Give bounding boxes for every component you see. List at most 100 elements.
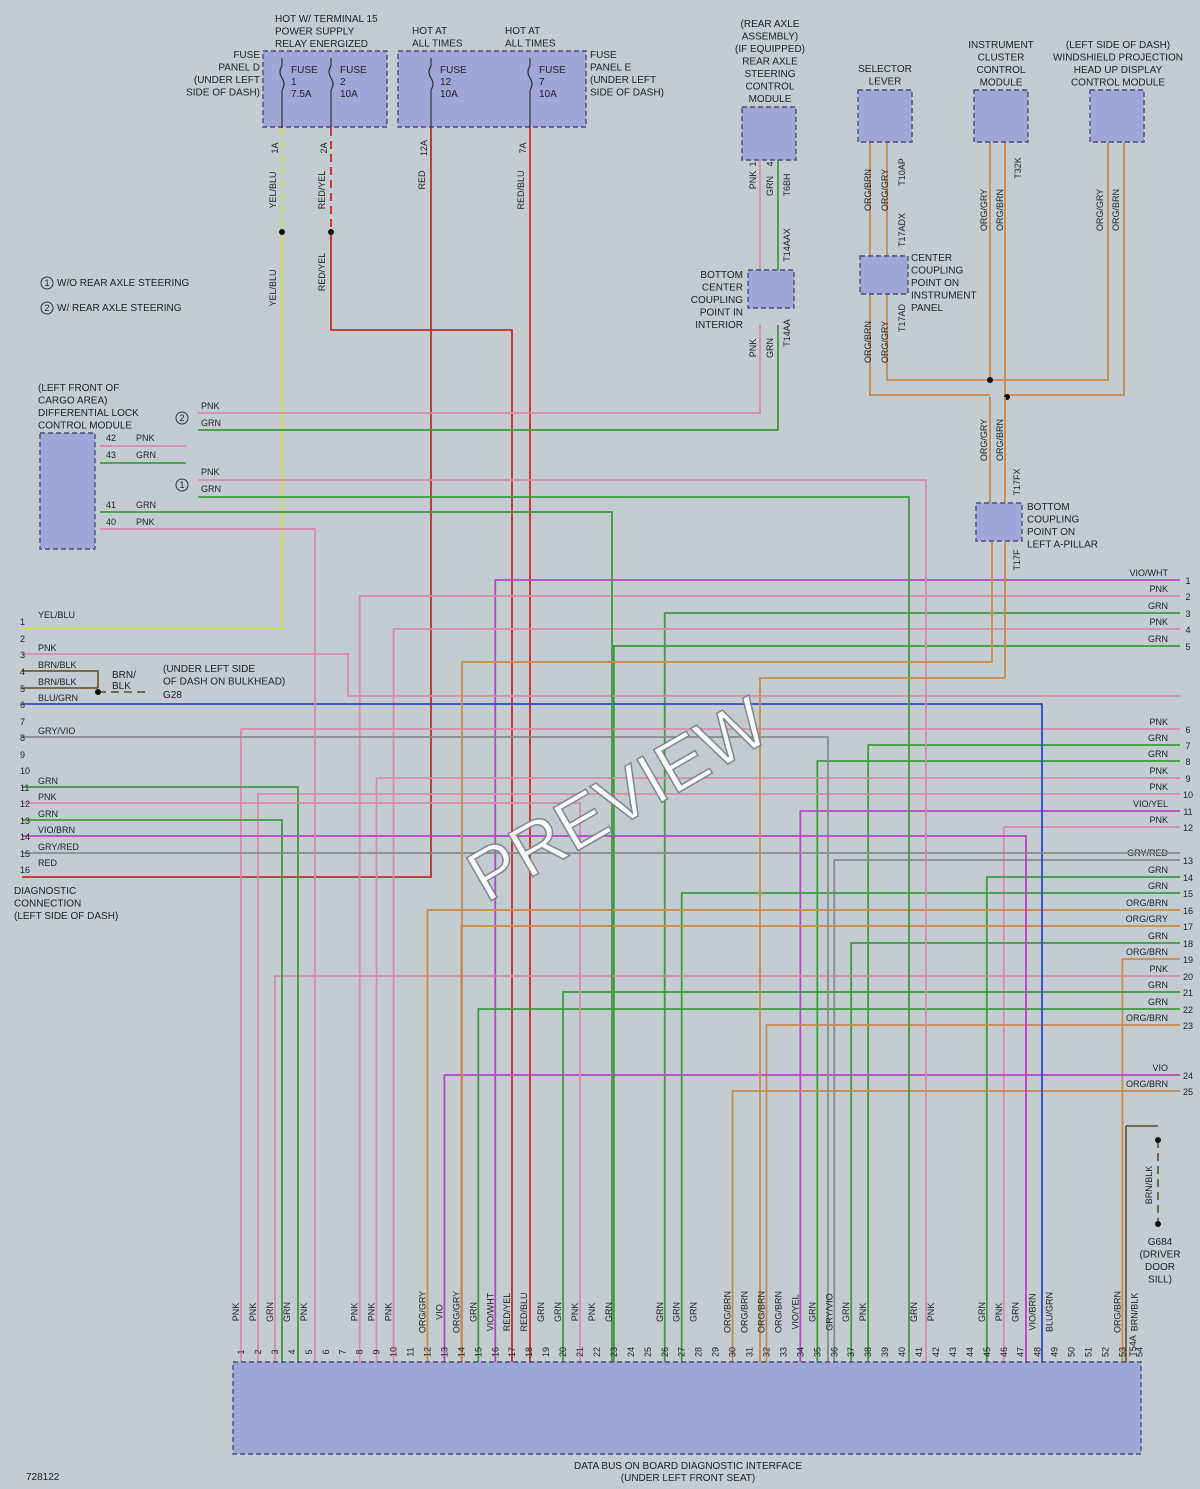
wire-coupling-orgbrn bbox=[869, 294, 990, 396]
bus-wire-9: PNK bbox=[367, 1303, 377, 1322]
bus-pin-53: 53 bbox=[1117, 1347, 1127, 1357]
center-coupling-ip-label: PANEL bbox=[911, 303, 943, 314]
fuse-7-label: FUSE bbox=[539, 65, 566, 76]
diag-wire-3: PNK bbox=[38, 643, 57, 653]
data-bus-label: DATA BUS ON BOARD DIAGNOSTIC INTERFACE bbox=[574, 1461, 802, 1472]
ground-g684-label: SILL) bbox=[1148, 1275, 1172, 1286]
diag-connection-label: CONNECTION bbox=[14, 899, 81, 910]
ref-wire-11: VIO/YEL bbox=[1133, 799, 1168, 809]
fuse-7-label: 7 bbox=[539, 77, 545, 88]
wire-ref-20 bbox=[274, 975, 1180, 1362]
bus-wire-46: PNK bbox=[994, 1303, 1004, 1322]
bus-pin-5: 5 bbox=[304, 1349, 314, 1354]
ref-number-2: 2 bbox=[1185, 592, 1190, 602]
ref-wire-7: GRN bbox=[1148, 733, 1168, 743]
fuse-2-label: 2 bbox=[340, 77, 346, 88]
bus-pin-28: 28 bbox=[694, 1347, 704, 1357]
bus-pin-38: 38 bbox=[863, 1347, 873, 1357]
legend-number: 1 bbox=[44, 278, 49, 288]
fuse-2-pin: 2A bbox=[319, 142, 329, 153]
selector-lever-label: SELECTOR bbox=[858, 64, 912, 75]
ref-wire-2: PNK bbox=[1149, 584, 1168, 594]
bus-pin-54: 54 bbox=[1134, 1347, 1144, 1357]
bottom-center-coupling-label: COUPLING bbox=[691, 295, 743, 306]
diagram-id: 728122 bbox=[26, 1472, 60, 1483]
bus-connector-id: T54A bbox=[1128, 1335, 1138, 1357]
fuse-2-wire: RED/YEL bbox=[317, 171, 327, 210]
branch2-grn-label: GRN bbox=[201, 418, 221, 428]
hud-wire-orgbrn: ORG/BRN bbox=[1111, 189, 1121, 231]
fuse-panel-e-label: PANEL E bbox=[590, 63, 631, 74]
bus-wire-16: VIO/WHT bbox=[485, 1292, 495, 1331]
ref-wire-15: GRN bbox=[1148, 881, 1168, 891]
bus-wire-8: PNK bbox=[350, 1303, 360, 1322]
center-coupling-ip-label: CENTER bbox=[911, 253, 952, 264]
a-pillar-coupling-label: BOTTOM bbox=[1027, 502, 1070, 513]
bus-wire-4: GRN bbox=[282, 1302, 292, 1322]
instrument-cluster-module bbox=[973, 89, 1029, 143]
bus-wire-12: ORG/GRY bbox=[417, 1291, 427, 1333]
wire-ref-24 bbox=[443, 1074, 1180, 1362]
fuse-7-symbol bbox=[527, 65, 533, 91]
branch-marker bbox=[175, 478, 189, 492]
bus-pin-51: 51 bbox=[1084, 1347, 1094, 1357]
splice-yel-blu bbox=[279, 229, 285, 235]
hot-at-all-times-header: ALL TIMES bbox=[412, 39, 463, 50]
ref-wire-18: GRN bbox=[1148, 931, 1168, 941]
rear-axle-label: ASSEMBLY) bbox=[742, 32, 799, 43]
ref-number-11: 11 bbox=[1183, 807, 1192, 817]
bus-pin-9: 9 bbox=[372, 1349, 382, 1354]
branch1-pnk-label: PNK bbox=[201, 467, 220, 477]
bus-pin-49: 49 bbox=[1050, 1347, 1060, 1357]
bus-pin-44: 44 bbox=[965, 1347, 975, 1357]
ref-number-21: 21 bbox=[1183, 988, 1193, 998]
fuse-12-wire: RED bbox=[417, 170, 427, 190]
ref-number-24: 24 bbox=[1183, 1071, 1193, 1081]
diag-wire-4: BRN/BLK bbox=[38, 660, 77, 670]
ref-number-17: 17 bbox=[1183, 922, 1193, 932]
diag-wire-13: GRN bbox=[38, 809, 58, 819]
diag-wire-1: YEL/BLU bbox=[38, 610, 75, 620]
bus-pin-36: 36 bbox=[829, 1347, 839, 1357]
ref-number-18: 18 bbox=[1183, 939, 1193, 949]
bus-wire-28: GRN bbox=[689, 1302, 699, 1322]
bus-pin-7: 7 bbox=[338, 1349, 348, 1354]
fuse-panel-e-label: FUSE bbox=[590, 50, 617, 61]
bus-wire-20: GRN bbox=[553, 1302, 563, 1322]
center-coupling-top-conn: T17ADX bbox=[897, 213, 907, 247]
fuse-panel-d-label: (UNDER LEFT bbox=[194, 75, 260, 86]
wire-branch2-grn bbox=[198, 325, 779, 431]
wire-coupling-orggry bbox=[886, 142, 1109, 381]
diag-pin-1: 1 bbox=[20, 617, 25, 627]
ref-wire-22: GRN bbox=[1148, 997, 1168, 1007]
wire-ref-21 bbox=[562, 991, 1180, 1362]
watermark-preview: PREVIEW bbox=[454, 682, 782, 917]
bus-pin-37: 37 bbox=[846, 1347, 856, 1357]
ground-g684-label: (DRIVER bbox=[1139, 1250, 1180, 1261]
wire-diag-13 bbox=[22, 819, 283, 1362]
bus-wire-17: RED/YEL bbox=[502, 1293, 512, 1332]
bus-pin-45: 45 bbox=[982, 1347, 992, 1357]
ground-g684-wire: BRN/BLK bbox=[1144, 1166, 1154, 1205]
ref-number-14: 14 bbox=[1183, 873, 1193, 883]
fuse-7-pin: 7A bbox=[518, 142, 528, 153]
splice-ground bbox=[95, 689, 101, 695]
bus-wire-42: PNK bbox=[926, 1303, 936, 1322]
bus-wire-31: ORG/BRN bbox=[740, 1291, 750, 1333]
bus-pin-18: 18 bbox=[524, 1347, 534, 1357]
diff-lock-pin-42: 42 bbox=[106, 433, 116, 443]
a-pillar-coupling-label: POINT ON bbox=[1027, 527, 1075, 538]
fuse-7-wire: RED/BLU bbox=[516, 170, 526, 209]
diag-pin-15: 15 bbox=[20, 849, 30, 859]
wire-ref-7 bbox=[867, 744, 1180, 1362]
bus-pin-39: 39 bbox=[880, 1347, 890, 1357]
selector-wire-orgbrn: ORG/BRN bbox=[863, 169, 873, 211]
bus-pin-40: 40 bbox=[897, 1347, 907, 1357]
diag-pin-9: 9 bbox=[20, 750, 25, 760]
bus-wire-19: GRN bbox=[536, 1302, 546, 1322]
wire-ref-11 bbox=[799, 810, 1180, 1362]
ref-number-8: 8 bbox=[1185, 757, 1190, 767]
ref-number-13: 13 bbox=[1183, 856, 1193, 866]
rear-axle-label: CONTROL bbox=[746, 82, 795, 93]
